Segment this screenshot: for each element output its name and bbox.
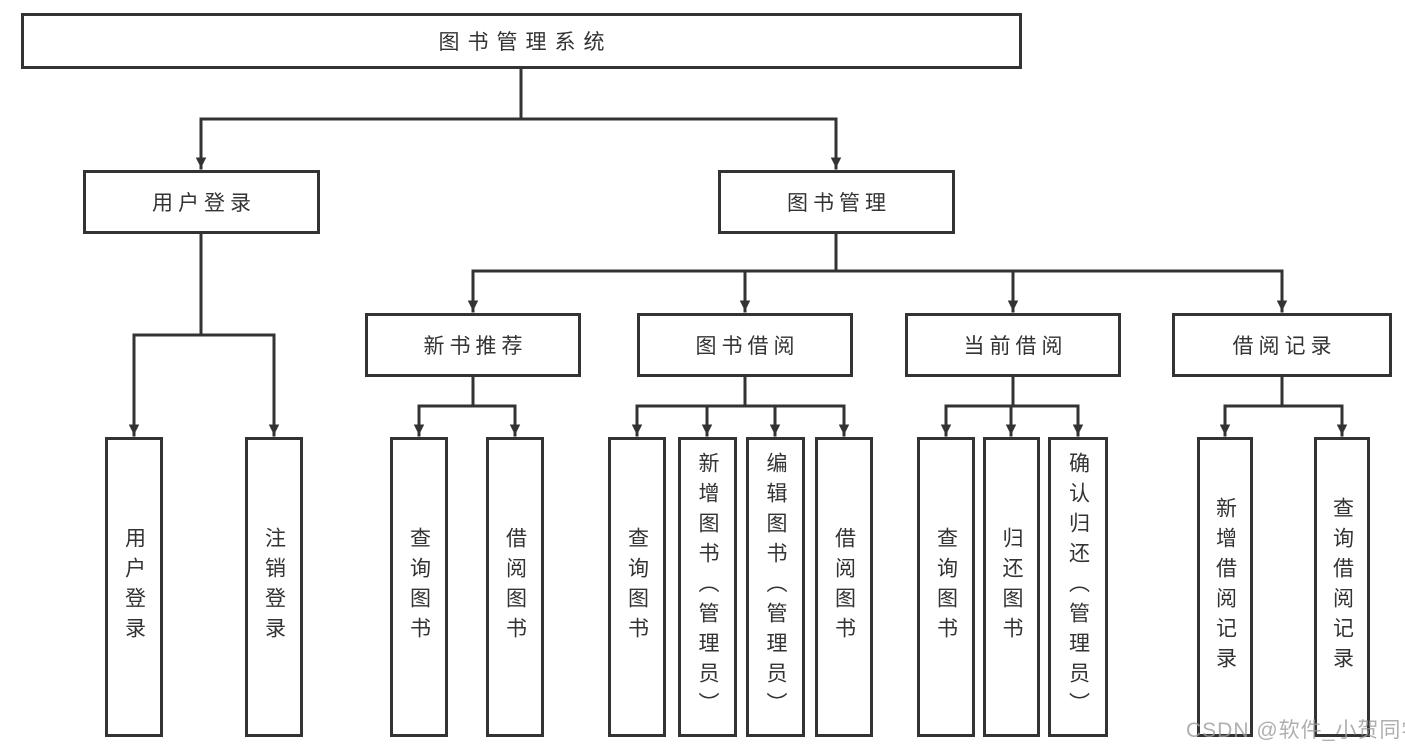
edge-borrow-record-children	[1219, 375, 1348, 437]
node-label: 图书借阅	[695, 335, 800, 358]
node-leaf-return-books: 归还图书	[983, 437, 1040, 737]
node-library-management-system: 图书管理系统	[21, 13, 1022, 69]
node-label: 注销登录	[262, 527, 286, 647]
edge-new-book-recommend-children	[413, 375, 521, 437]
node-book-borrow: 图书借阅	[637, 313, 853, 377]
node-label: 新增图书（管理员）	[696, 452, 719, 722]
node-leaf-add-books-admin: 新增图书（管理员）	[678, 437, 737, 737]
node-label: 图书管理系统	[438, 31, 613, 54]
node-leaf-query-books-2: 查询图书	[608, 437, 666, 737]
node-leaf-logout: 注销登录	[245, 437, 303, 737]
node-leaf-query-borrow-record: 查询借阅记录	[1314, 437, 1370, 737]
node-leaf-query-books-3: 查询图书	[917, 437, 975, 737]
node-leaf-add-borrow-record: 新增借阅记录	[1197, 437, 1253, 737]
node-leaf-user-login: 用户登录	[105, 437, 163, 737]
node-label: 查询图书	[934, 527, 958, 647]
node-label: 用户登录	[122, 527, 146, 647]
edge-book-management-children	[467, 232, 1288, 313]
node-label: 图书管理	[787, 192, 891, 215]
edge-user-login-children	[128, 232, 280, 437]
edge-book-borrow-children	[631, 375, 850, 437]
node-label: 查询图书	[625, 527, 649, 647]
node-leaf-edit-books-admin: 编辑图书（管理员）	[746, 437, 805, 737]
node-label: 新书推荐	[423, 335, 528, 358]
node-label: 当前借阅	[963, 335, 1068, 358]
node-label: 查询借阅记录	[1330, 497, 1354, 677]
node-label: 新增借阅记录	[1213, 497, 1237, 677]
node-label: 查询图书	[407, 527, 431, 647]
edge-root-to-level2	[195, 67, 842, 170]
node-new-book-recommend: 新书推荐	[365, 313, 581, 377]
node-book-management-branch: 图书管理	[718, 170, 955, 234]
node-borrow-record: 借阅记录	[1172, 313, 1392, 377]
node-label: 编辑图书（管理员）	[764, 452, 787, 722]
node-label: 用户登录	[152, 192, 256, 215]
node-label: 借阅图书	[832, 527, 856, 647]
node-label: 确认归还（管理员）	[1066, 452, 1090, 722]
node-current-borrow: 当前借阅	[905, 313, 1121, 377]
node-label: 借阅图书	[503, 527, 527, 647]
node-leaf-confirm-return-admin: 确认归还（管理员）	[1048, 437, 1108, 737]
node-label: 归还图书	[1000, 527, 1023, 647]
node-leaf-borrow-books-1: 借阅图书	[486, 437, 544, 737]
node-leaf-query-books-1: 查询图书	[390, 437, 448, 737]
csdn-watermark: CSDN @软件_小贺同学	[1186, 719, 1405, 742]
node-user-login-branch: 用户登录	[83, 170, 320, 234]
edge-current-borrow-children	[940, 375, 1084, 437]
node-label: 借阅记录	[1232, 335, 1337, 358]
node-leaf-borrow-books-2: 借阅图书	[815, 437, 873, 737]
